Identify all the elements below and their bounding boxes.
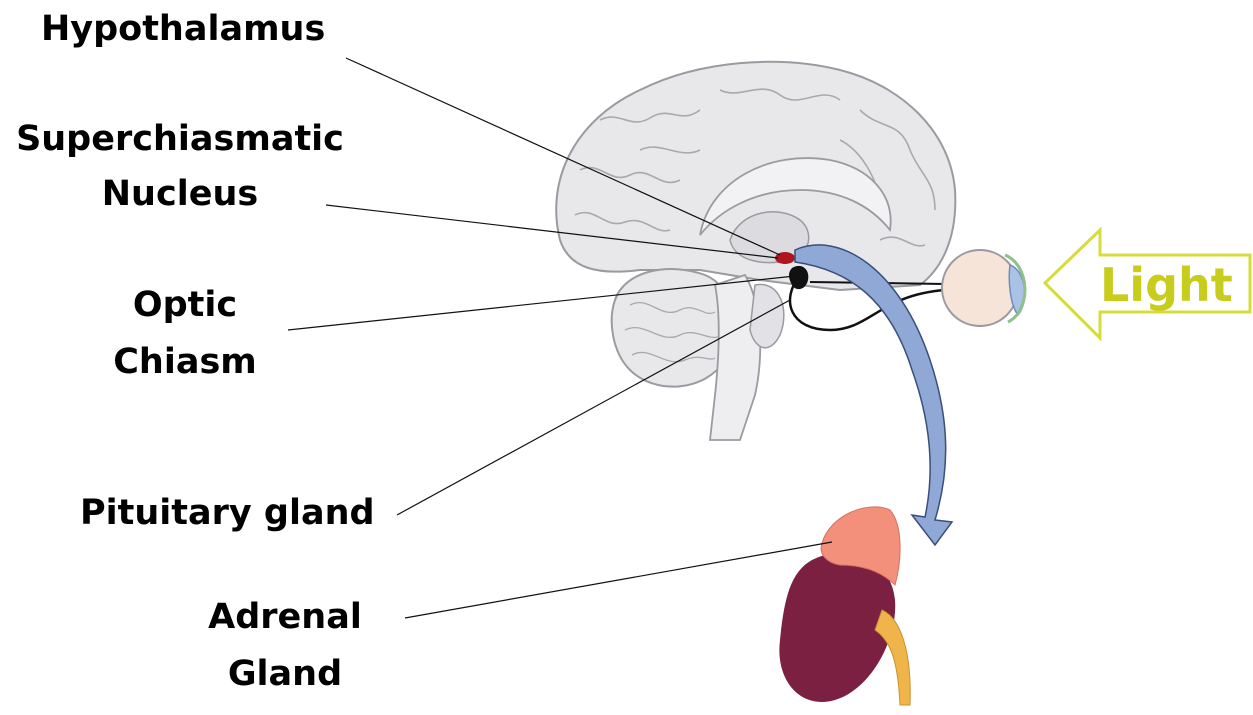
label-light: Light <box>1100 262 1233 308</box>
pons <box>750 284 784 347</box>
label-scn-line1: Superchiasmatic <box>10 122 350 157</box>
brain-illustration <box>556 62 955 440</box>
label-optic-line2: Chiasm <box>100 345 270 380</box>
label-optic-line1: Optic <box>100 288 270 323</box>
label-optic-chiasm: Optic Chiasm <box>100 288 270 380</box>
eye <box>942 250 1025 326</box>
label-hypothalamus: Hypothalamus <box>41 12 325 47</box>
eyeball <box>942 250 1018 326</box>
label-scn-line2: Nucleus <box>10 177 350 212</box>
hormone-pathway-arrow <box>795 245 952 545</box>
label-pituitary: Pituitary gland <box>80 496 375 531</box>
optic-chiasm <box>789 266 808 289</box>
leader-adrenal <box>405 542 832 618</box>
label-adrenal-line2: Gland <box>200 657 370 692</box>
label-scn: Superchiasmatic Nucleus <box>10 122 350 212</box>
label-adrenal-line1: Adrenal <box>200 600 370 635</box>
label-adrenal: Adrenal Gland <box>200 600 370 692</box>
